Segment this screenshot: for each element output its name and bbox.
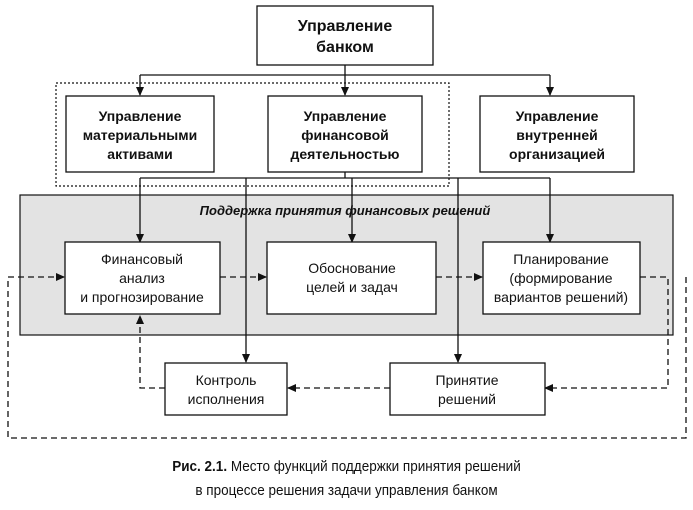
- material-assets-line-3: активами: [107, 146, 172, 162]
- decision-making-line-2: решений: [438, 391, 496, 407]
- planning-line-3: вариантов решений): [494, 289, 628, 305]
- material-assets-line-2: материальными: [83, 127, 197, 143]
- execution-control-line-1: Контроль: [196, 372, 257, 388]
- figure-label: Рис. 2.1.: [172, 458, 228, 475]
- caption-text-2: в процессе решения задачи управления бан…: [195, 482, 498, 499]
- financial-analysis-line-1: Финансовый: [101, 251, 183, 267]
- figure-caption-line-2: в процессе решения задачи управления бан…: [35, 482, 659, 499]
- decision-making-box: Принятие решений: [389, 362, 546, 416]
- financial-analysis-box: Финансовый анализ и прогнозирование: [64, 241, 221, 315]
- decision-making-line-1: Принятие: [436, 372, 499, 388]
- financial-activity-line-1: Управление: [304, 108, 387, 124]
- dotted-group: [55, 82, 450, 187]
- financial-activity-line-3: деятельностью: [290, 146, 399, 162]
- material-assets-line-1: Управление: [99, 108, 182, 124]
- solid-connectors: [136, 65, 554, 363]
- material-assets-box: Управление материальными активами: [65, 95, 215, 173]
- planning-box: Планирование (формирование вариантов реш…: [482, 241, 641, 315]
- execution-control-line-2: исполнения: [188, 391, 265, 407]
- financial-analysis-line-2: анализ: [119, 270, 165, 286]
- goals-justification-box: Обоснование целей и задач: [266, 241, 437, 315]
- figure-caption-line-1: Рис. 2.1. Место функций поддержки принят…: [35, 458, 659, 475]
- financial-analysis-line-3: и прогнозирование: [80, 289, 204, 305]
- top-box-line-1: Управление: [298, 18, 393, 35]
- planning-line-2: (формирование: [509, 270, 612, 286]
- internal-organization-line-1: Управление: [516, 108, 599, 124]
- financial-activity-box: Управление финансовой деятельностью: [267, 95, 423, 173]
- internal-organization-line-3: организацией: [509, 146, 605, 162]
- dashed-connectors: [7, 273, 687, 439]
- planning-line-1: Планирование: [513, 251, 609, 267]
- bank-management-diagram: Поддержка принятия финансовых решений Уп…: [7, 5, 687, 439]
- goals-justification-line-1: Обоснование: [308, 260, 396, 276]
- bank-management-box: Управление банком: [256, 5, 434, 66]
- panel-title: Поддержка принятия финансовых решений: [200, 203, 491, 218]
- internal-organization-line-2: внутренней: [516, 127, 598, 143]
- top-box-line-2: банком: [316, 39, 374, 56]
- execution-control-box: Контроль исполнения: [164, 362, 288, 416]
- goals-justification-line-2: целей и задач: [306, 279, 398, 295]
- caption-text-1: Место функций поддержки принятия решений: [230, 458, 521, 475]
- internal-organization-box: Управление внутренней организацией: [479, 95, 635, 173]
- financial-activity-line-2: финансовой: [301, 127, 388, 143]
